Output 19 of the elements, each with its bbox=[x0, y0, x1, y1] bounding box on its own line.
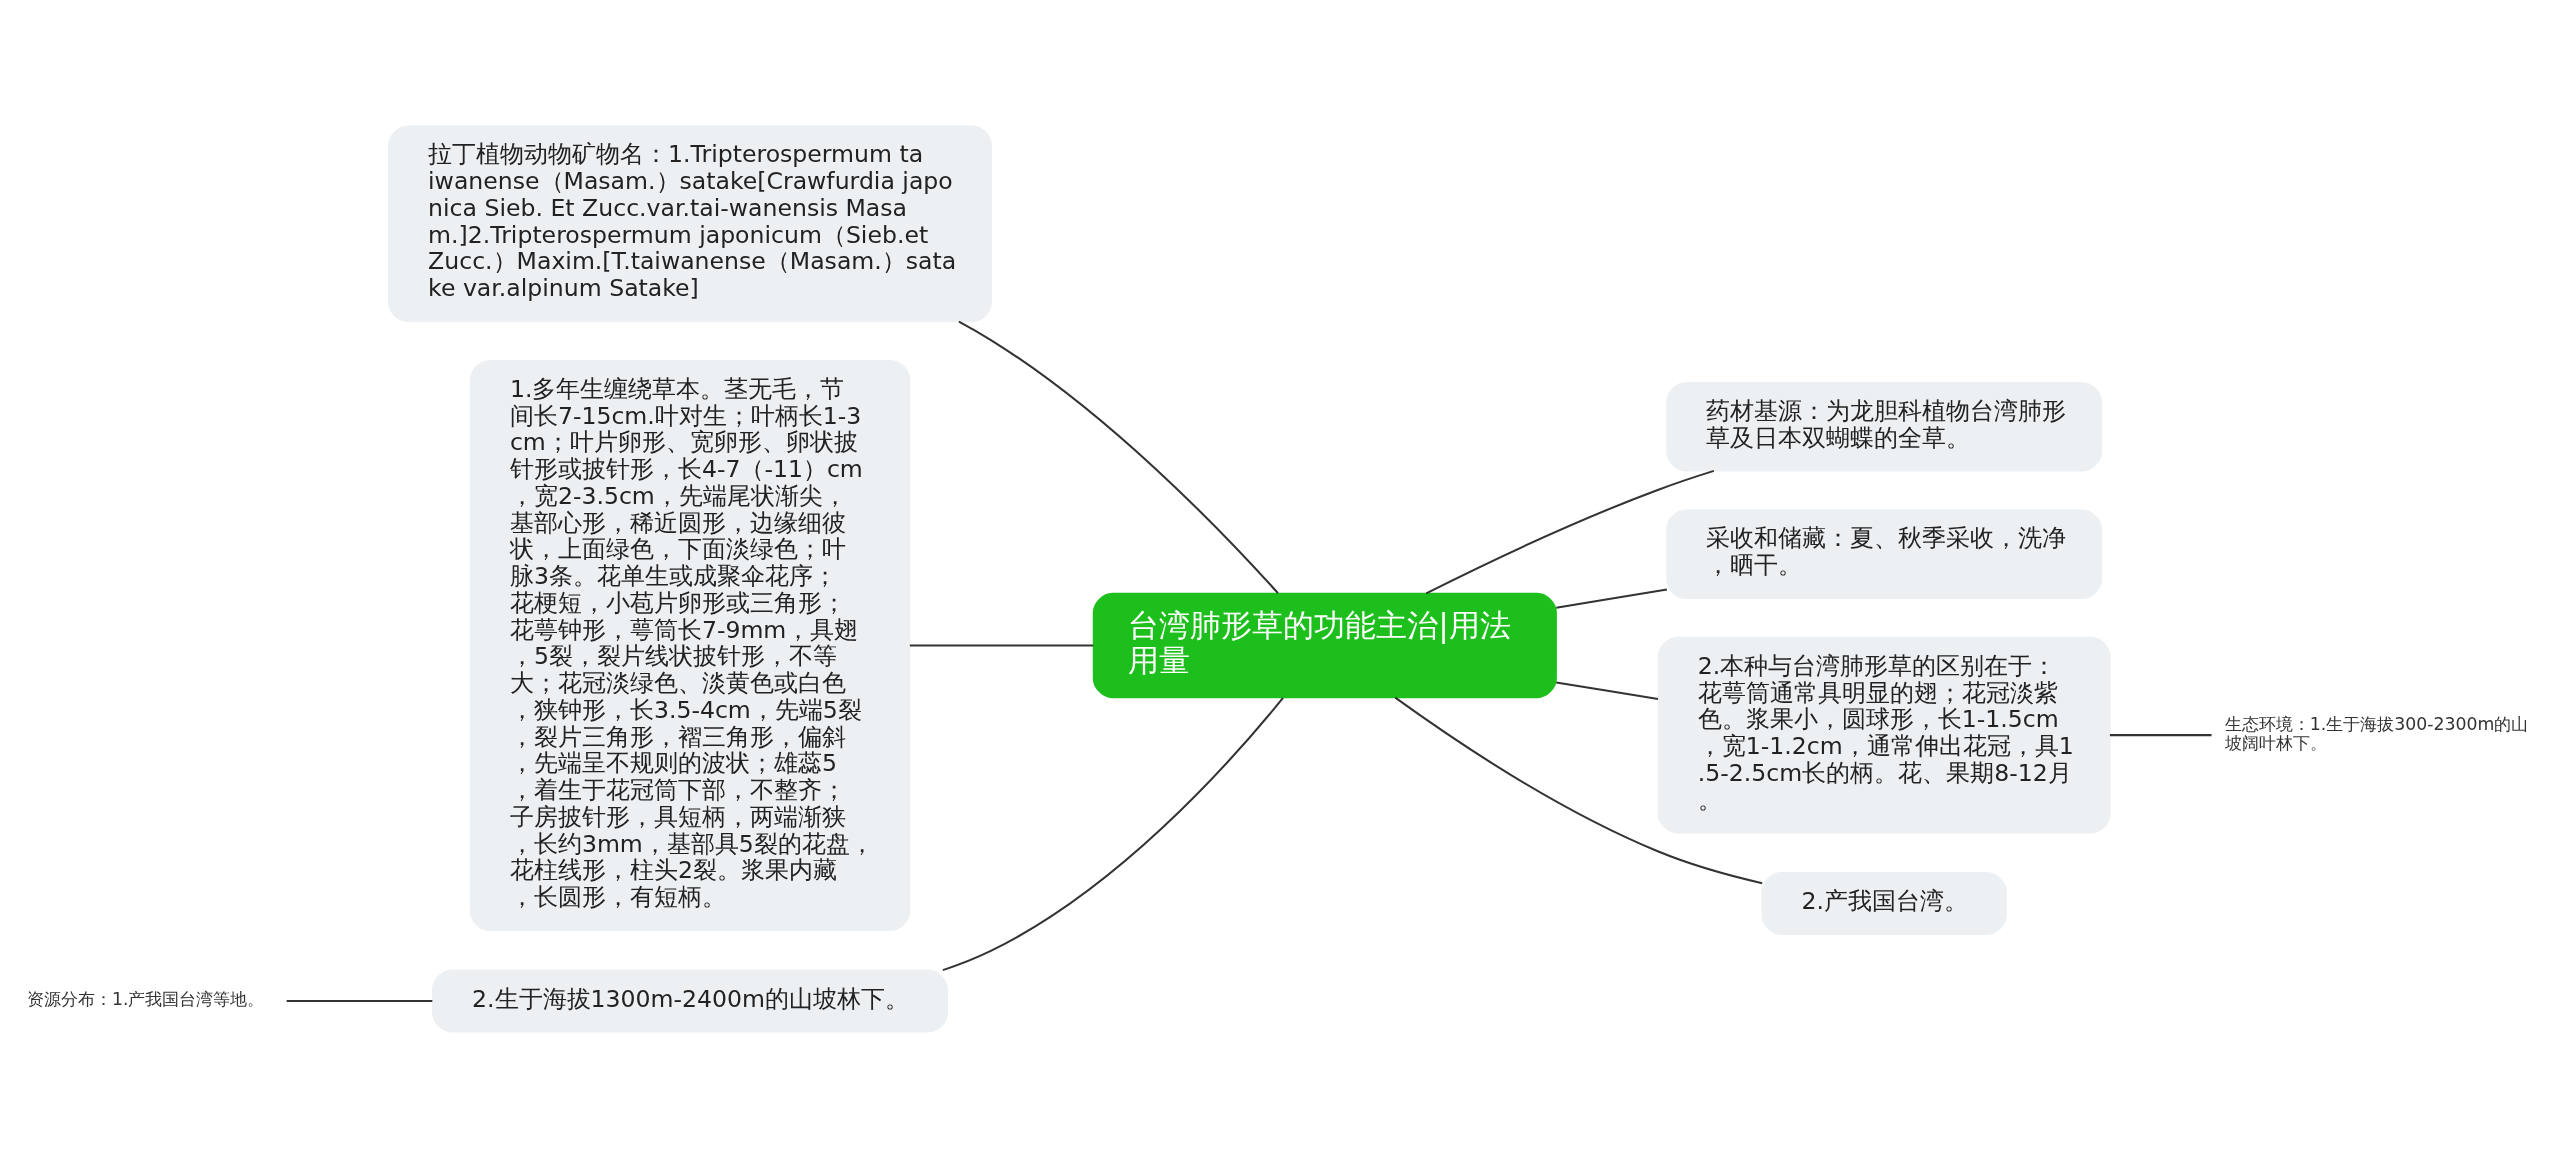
node-box: 2.本种与台湾肺形草的区别在于：花萼筒通常具明显的翅；花冠淡紫色。浆果小，圆球形，长1-1.5cm，宽1-1.2cm，通常伸出花冠，具1.5-2.5cm长的柄。花、果期8-12月。 bbox=[1657, 636, 2111, 834]
node-box: 2.生于海拔1300m-2400m的山坡林下。 bbox=[432, 969, 949, 1033]
connector bbox=[286, 1000, 433, 1003]
node-box: 拉丁植物动物矿物名：1.Tripterospermum taiwanense（Masam.）satake[Crawfurdia japonica Sieb. Et Zucc.var.tai-wanensis Masam.]2.Tripterospermum japonicum（Sieb.et Zucc.）Maxim.[T.taiwanense（Masam.）satake var.alpinum Satake] bbox=[387, 125, 993, 323]
node-text: 生态环境：1.生于海拔300-2300m的山坡阔叶林下。 bbox=[2224, 714, 2529, 753]
node-box: 药材基源：为龙胆科植物台湾肺形草及日本双蝴蝶的全草。 bbox=[1666, 381, 2103, 472]
node-box: 2.产我国台湾。 bbox=[1761, 872, 2007, 935]
connector bbox=[2109, 734, 2212, 737]
node-box: 采收和储藏：夏、秋季采收，洗净，晒干。 bbox=[1666, 509, 2103, 600]
connector bbox=[1556, 588, 1668, 609]
connector bbox=[1425, 469, 1715, 595]
connector bbox=[1394, 696, 1763, 885]
node-text: 资源分布：1.产我国台湾等地。 bbox=[26, 989, 265, 1010]
connector bbox=[1556, 681, 1659, 700]
node-box: 1.多年生缠绕草本。茎无毛，节间长7-15cm.叶对生；叶柄长1-3cm；叶片卵形、宽卵形、卵状披针形或披针形，长4-7（-11）cm，宽2-3.5cm，先端尾状渐尖，基部心形，稀近圆形，边缘细彼状，上面绿色，下面淡绿色；叶脉3条。花单生或成聚伞花序；花梗短，小苞片卵形或三角形；花萼钟形，萼筒长7-9mm，具翅，5裂，裂片线状披针形，不等大；花冠淡绿色、淡黄色或白色，狭钟形，长3.5-4cm，先端5裂，裂片三角形，褶三角形，偏斜，先端呈不规则的波状；雄蕊5，着生于花冠筒下部，不整齐；子房披针形，具短柄，两端渐狭，长约3mm，基部具5裂的花盘，花柱线形，柱头2裂。浆果内藏，长圆形，有短柄。 bbox=[469, 359, 911, 931]
connector bbox=[942, 697, 1284, 972]
node-box: 台湾肺形草的功能主治|用法用量 bbox=[1092, 592, 1557, 699]
connector bbox=[958, 320, 1279, 594]
connector bbox=[909, 644, 1094, 647]
